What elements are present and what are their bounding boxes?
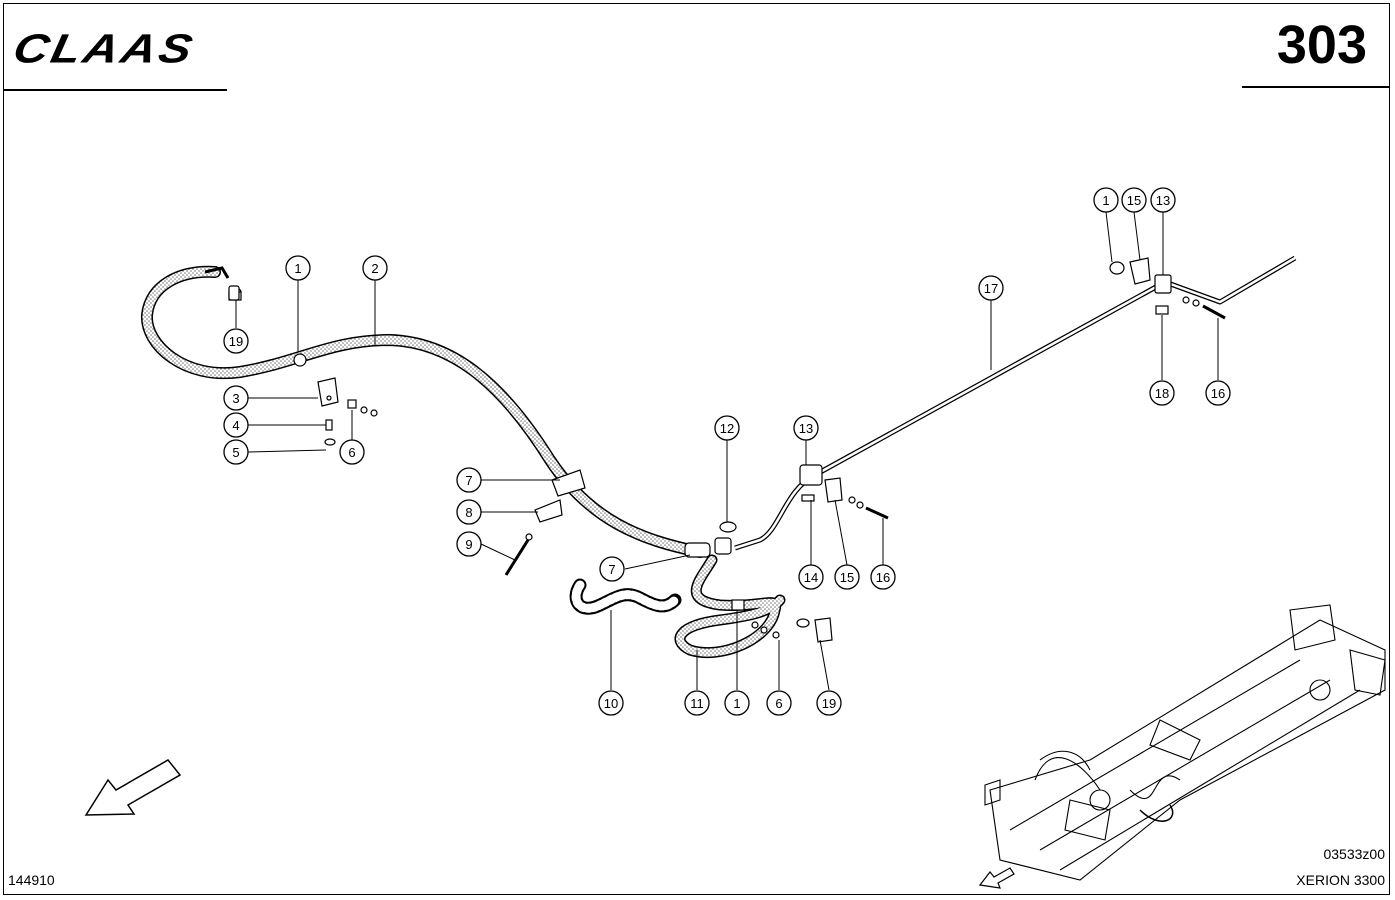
callout-18[interactable]: 18 [1149,380,1175,406]
svg-text:17: 17 [984,281,998,296]
leader-lines [235,211,1219,691]
drawing-code: 03533z00 [1323,846,1385,862]
svg-text:12: 12 [720,421,734,436]
svg-text:15: 15 [840,570,854,585]
callout-14[interactable]: 14 [798,564,824,590]
svg-text:14: 14 [804,570,818,585]
callout-11[interactable]: 11 [684,690,710,716]
svg-text:5: 5 [232,445,239,460]
pipe-17 [734,255,1297,551]
left-code: 144910 [8,872,55,888]
page-number: 303 [1276,15,1367,75]
hose-11 [674,554,786,659]
svg-text:3: 3 [232,391,239,406]
callout-15b[interactable]: 15 [1121,187,1147,213]
svg-text:13: 13 [1156,193,1170,208]
svg-text:19: 19 [822,696,836,711]
chassis-overview-image [984,604,1386,881]
callout-1a[interactable]: 1 [285,255,311,281]
callout-6a[interactable]: 6 [339,439,365,465]
svg-text:6: 6 [348,445,355,460]
callout-5[interactable]: 5 [223,439,249,465]
svg-text:16: 16 [876,570,890,585]
logo-underline [3,89,227,91]
callout-15a[interactable]: 15 [834,564,860,590]
callouts: 1 2 19 3 4 5 6 7 8 9 7 10 11 1 6 19 12 1… [223,187,1231,716]
callout-10[interactable]: 10 [598,690,624,716]
svg-text:7: 7 [608,562,615,577]
callout-6b[interactable]: 6 [766,690,792,716]
svg-text:1: 1 [1102,193,1109,208]
callout-17[interactable]: 17 [978,275,1004,301]
callout-1b[interactable]: 1 [724,690,750,716]
small-parts [228,257,1226,643]
callout-7b[interactable]: 7 [599,556,625,582]
svg-text:8: 8 [465,505,472,520]
svg-text:11: 11 [690,696,704,711]
svg-text:19: 19 [229,334,243,349]
callout-16b[interactable]: 16 [1205,380,1231,406]
svg-text:4: 4 [232,418,239,433]
callout-4[interactable]: 4 [223,412,249,438]
svg-text:10: 10 [604,696,618,711]
callout-3[interactable]: 3 [223,385,249,411]
svg-text:16: 16 [1211,386,1225,401]
svg-text:6: 6 [775,696,782,711]
page-number-underline [1242,86,1390,88]
svg-text:15: 15 [1127,193,1141,208]
callout-19b[interactable]: 19 [816,690,842,716]
callout-8[interactable]: 8 [456,499,482,525]
callout-16a[interactable]: 16 [870,564,896,590]
callout-9[interactable]: 9 [456,531,482,557]
callout-1c[interactable]: 1 [1093,187,1119,213]
hose-2 [141,265,706,558]
svg-text:1: 1 [294,261,301,276]
svg-text:1: 1 [733,696,740,711]
callout-19a[interactable]: 19 [223,328,249,354]
callout-7a[interactable]: 7 [456,467,482,493]
direction-arrow-icon [84,759,182,816]
svg-text:7: 7 [465,473,472,488]
small-direction-arrow-icon [978,867,1015,889]
hose-10-spiral [569,578,682,615]
drawing-frame [3,3,1390,895]
callout-13a[interactable]: 13 [793,415,819,441]
svg-text:18: 18 [1155,386,1169,401]
svg-text:13: 13 [799,421,813,436]
svg-text:9: 9 [465,537,472,552]
callout-12[interactable]: 12 [714,415,740,441]
callout-2[interactable]: 2 [362,255,388,281]
callout-13b[interactable]: 13 [1150,187,1176,213]
model-name: XERION 3300 [1296,872,1385,888]
svg-text:2: 2 [371,261,378,276]
